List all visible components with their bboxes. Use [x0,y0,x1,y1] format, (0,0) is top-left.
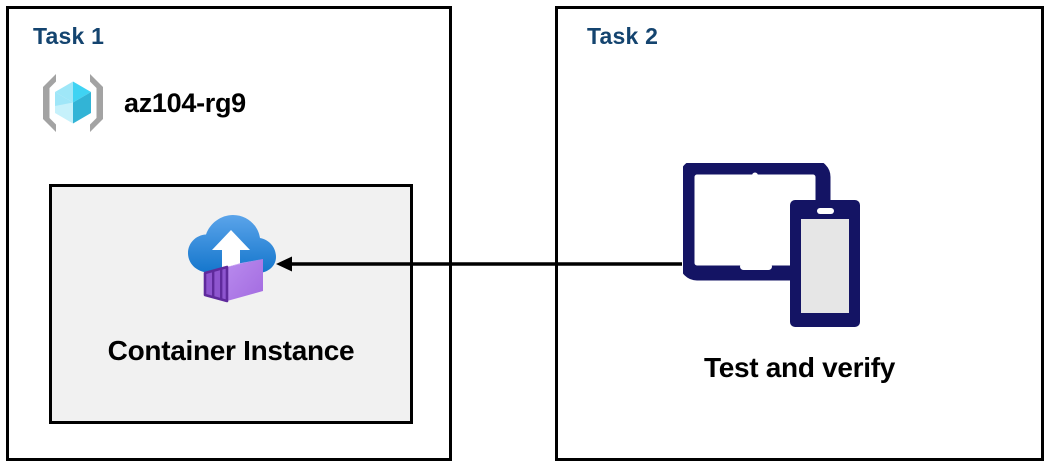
task-2-title: Task 2 [587,23,659,49]
container-instance-box: Container Instance [49,184,413,424]
task-1-title: Task 1 [33,23,105,49]
devices-tablet-phone-icon [683,163,860,327]
task-1-panel: Task 1 az104-rg9 [6,6,452,461]
container-instance-label: Container Instance [107,335,355,366]
resource-group-row: az104-rg9 [36,66,246,140]
test-and-verify-label: Test and verify [703,352,896,383]
azure-resource-group-icon [43,74,103,132]
resource-group-label: az104-rg9 [124,87,246,118]
azure-container-instance-icon [188,215,276,303]
